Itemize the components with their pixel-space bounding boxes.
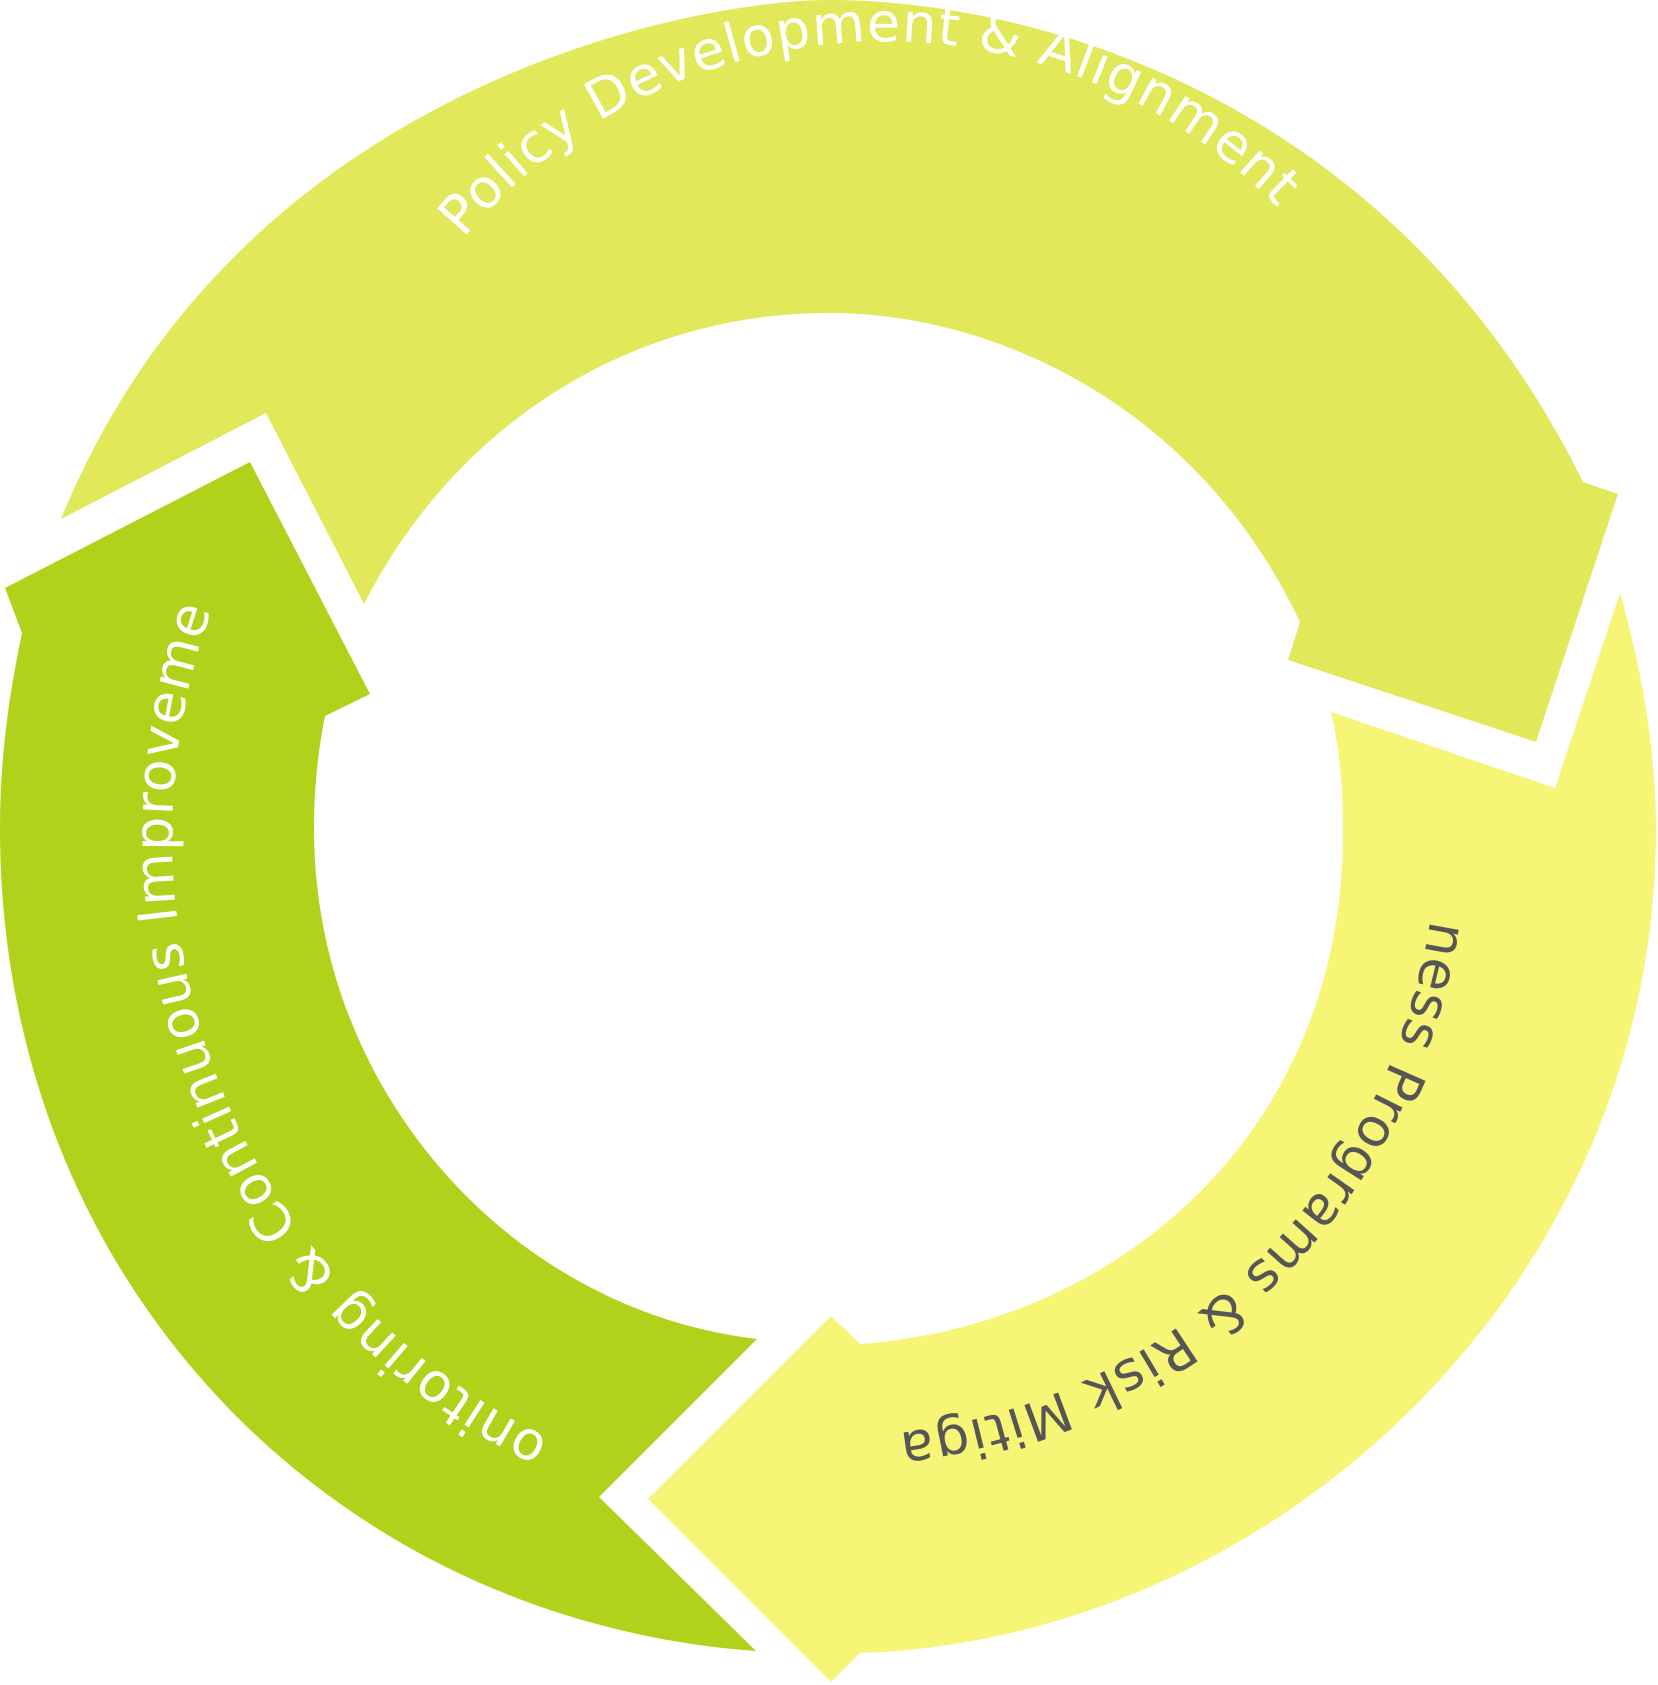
cycle-segment-wellness-arrow xyxy=(648,593,1656,1682)
cycle-segment-monitoring-arrow xyxy=(0,462,757,1651)
cycle-segment-policy-arrow xyxy=(61,0,1618,742)
